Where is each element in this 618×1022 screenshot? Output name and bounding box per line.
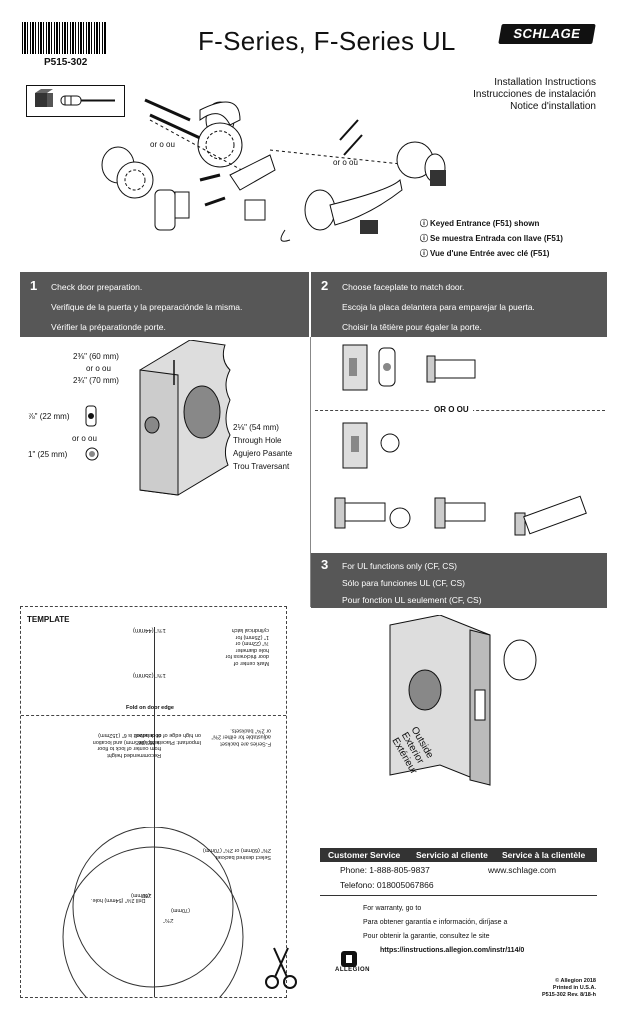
step3-number: 3 [321,557,329,572]
barcode [22,22,106,54]
step2-number: 2 [321,278,329,293]
customer-service-header: Customer Service Servicio al cliente Ser… [320,848,597,862]
step3-line-es: Sólo para funciones UL (CF, CS) [342,578,465,588]
d2mm-label: (70mm) [171,907,190,913]
service-header-en: Customer Service [328,850,401,860]
step2-line-fr: Choisir la têtière pour égaler la porte. [342,322,482,332]
d2-label: 2¾" [163,917,174,923]
info-icon: ⓘ [420,249,428,258]
door-prep-drawing [139,340,231,496]
step2-line-en: Choose faceplate to match door. [342,282,465,292]
step3-band: 3 For UL functions only (CF, CS) Sólo pa… [311,553,607,608]
tools-box [26,85,125,117]
step3-line-fr: Pour fonction UL seulement (CF, CS) [342,595,482,605]
service-header-es: Servicio al cliente [416,850,488,860]
ul-door-drawing [389,615,537,786]
faceplate-option-a [342,344,476,391]
fold-label: Fold on door edge [126,705,174,711]
phone-number: Phone: 1-888-805-9837 [340,865,430,875]
template-circles [62,827,244,997]
step2-line-es: Escoja la placa delantera para emparejar… [342,302,535,312]
step1-line-en: Check door preparation. [51,282,143,292]
step2-band: 2 Choose faceplate to match door. Escoja… [311,272,607,337]
drive-in-collar-icon [85,447,99,461]
or-backset-label: or o ou [86,364,111,373]
template-title: TEMPLATE [27,615,70,624]
step1-number: 1 [30,278,38,293]
warranty-fr: Pour obtenir la garantie, consultez le s… [363,933,490,940]
tools-icon [35,89,115,107]
backset1-label: 2⅜" (60 mm) [73,352,119,361]
faceplate-swap-steps [334,495,587,536]
allegion-logo-icon [341,951,357,967]
instructions-en: Installation Instructions [494,77,596,88]
or-label-left: or o ou [150,140,175,149]
part-number: P515-302 [44,57,88,68]
warranty-url[interactable]: https://instructions.allegion.com/instr/… [380,947,525,954]
telefono-number: Telefono: 018005067866 [340,880,434,890]
faceplate-option-b [342,422,400,469]
warranty-en: For warranty, go to [363,905,422,912]
or-label-right: or o ou [333,158,358,167]
service-header-fr: Service à la clientèle [502,850,586,860]
instructions-es: Instrucciones de instalación [473,89,596,100]
drilling-template: TEMPLATE Fold on door edge 1¾" (44mm) 1⅜… [20,606,287,998]
edge1-label: ⅞" (22 mm) [28,412,70,421]
scissors-icon [265,947,297,989]
backset2-label: 2¾" (70 mm) [73,376,119,385]
through-hole-fr: Trou Traversant [233,462,290,471]
brand-logo: SCHLAGE [498,24,596,44]
select-note: Select desired backset 2⅜" (60mm) or 2¾"… [202,847,271,861]
or-edge-label: or o ou [72,434,97,443]
exploded-lock-diagram [101,98,446,242]
dim1-label: 1¾" (44mm) [133,627,166,633]
instructions-heading: Installation Instructions Instrucciones … [473,77,596,113]
through-hole-es: Agujero Pasante [233,449,293,458]
mark-note: Mark center of door thickness for hole d… [225,627,269,667]
step3-line-en: For UL functions only (CF, CS) [342,561,457,571]
hole-size-label: 2⅛" (54 mm) [233,423,279,432]
through-hole-en: Through Hole [233,436,282,445]
faceplate-square-icon [85,405,97,427]
info-icon: ⓘ [420,234,428,243]
website-link[interactable]: www.schlage.com [488,865,557,875]
step1-line-es: Verifique de la puerta y la preparaciónd… [51,302,243,312]
drill-label: Drill 2⅛" (54mm) hole. [91,897,146,903]
height-note: Recommended height from center of lock t… [92,732,161,759]
info-icon: ⓘ [420,219,428,228]
warranty-es: Para obtener garantía e información, dir… [363,919,508,926]
edge2-label: 1" (25 mm) [28,450,68,459]
or-divider: OR O OU [430,405,473,414]
allegion-logo-text: ALLEGION [335,967,370,973]
page-title: F-Series, F-Series UL [198,26,456,56]
footer-legal: © Allegion 2018 Printed in U.S.A. P515-3… [541,978,596,998]
instructions-fr: Notice d'installation [510,101,596,112]
step1-line-fr: Vérifier la préparationde porte. [51,322,166,332]
step1-band: 1 Check door preparation. Verifique de l… [20,272,309,337]
dim2-label: 1⅜" (35mm) [133,672,166,678]
